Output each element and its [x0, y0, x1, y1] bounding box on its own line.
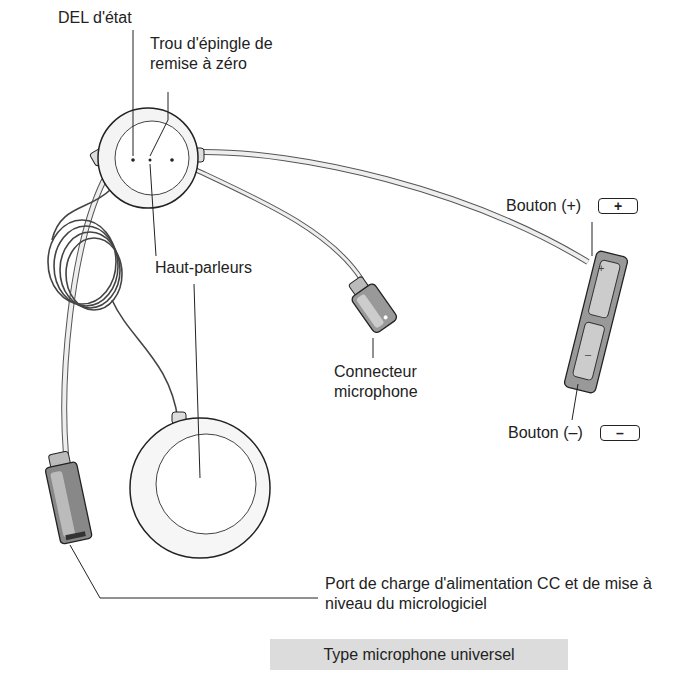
part-label: Bouton (–) [508, 423, 583, 443]
button-glyph: + [598, 262, 604, 274]
button-icon: + [598, 198, 638, 214]
cable [196, 152, 588, 262]
caption-band: Type microphone universel [270, 639, 568, 670]
part-label: Bouton (+) [506, 196, 581, 216]
reset-pinhole [149, 159, 152, 162]
main-unit [89, 108, 204, 208]
part-label: Haut-parleurs [155, 258, 252, 278]
part-label: Trou d'épingle de remise à zéro [150, 34, 320, 74]
button-icon: – [600, 425, 640, 441]
coiled-cable [48, 190, 178, 420]
leader-lines [70, 30, 592, 598]
button-panel [564, 250, 629, 394]
part-label: DEL d'état [58, 8, 132, 28]
charging-port [42, 450, 92, 545]
status-led [131, 158, 135, 162]
part-label: Port de charge d'alimentation CC et de m… [325, 574, 665, 614]
part-label: Connecteur microphone [334, 362, 444, 402]
cable [64, 180, 104, 455]
microphone-connector [343, 272, 398, 334]
button-glyph: – [585, 348, 591, 360]
speaker [130, 412, 270, 558]
